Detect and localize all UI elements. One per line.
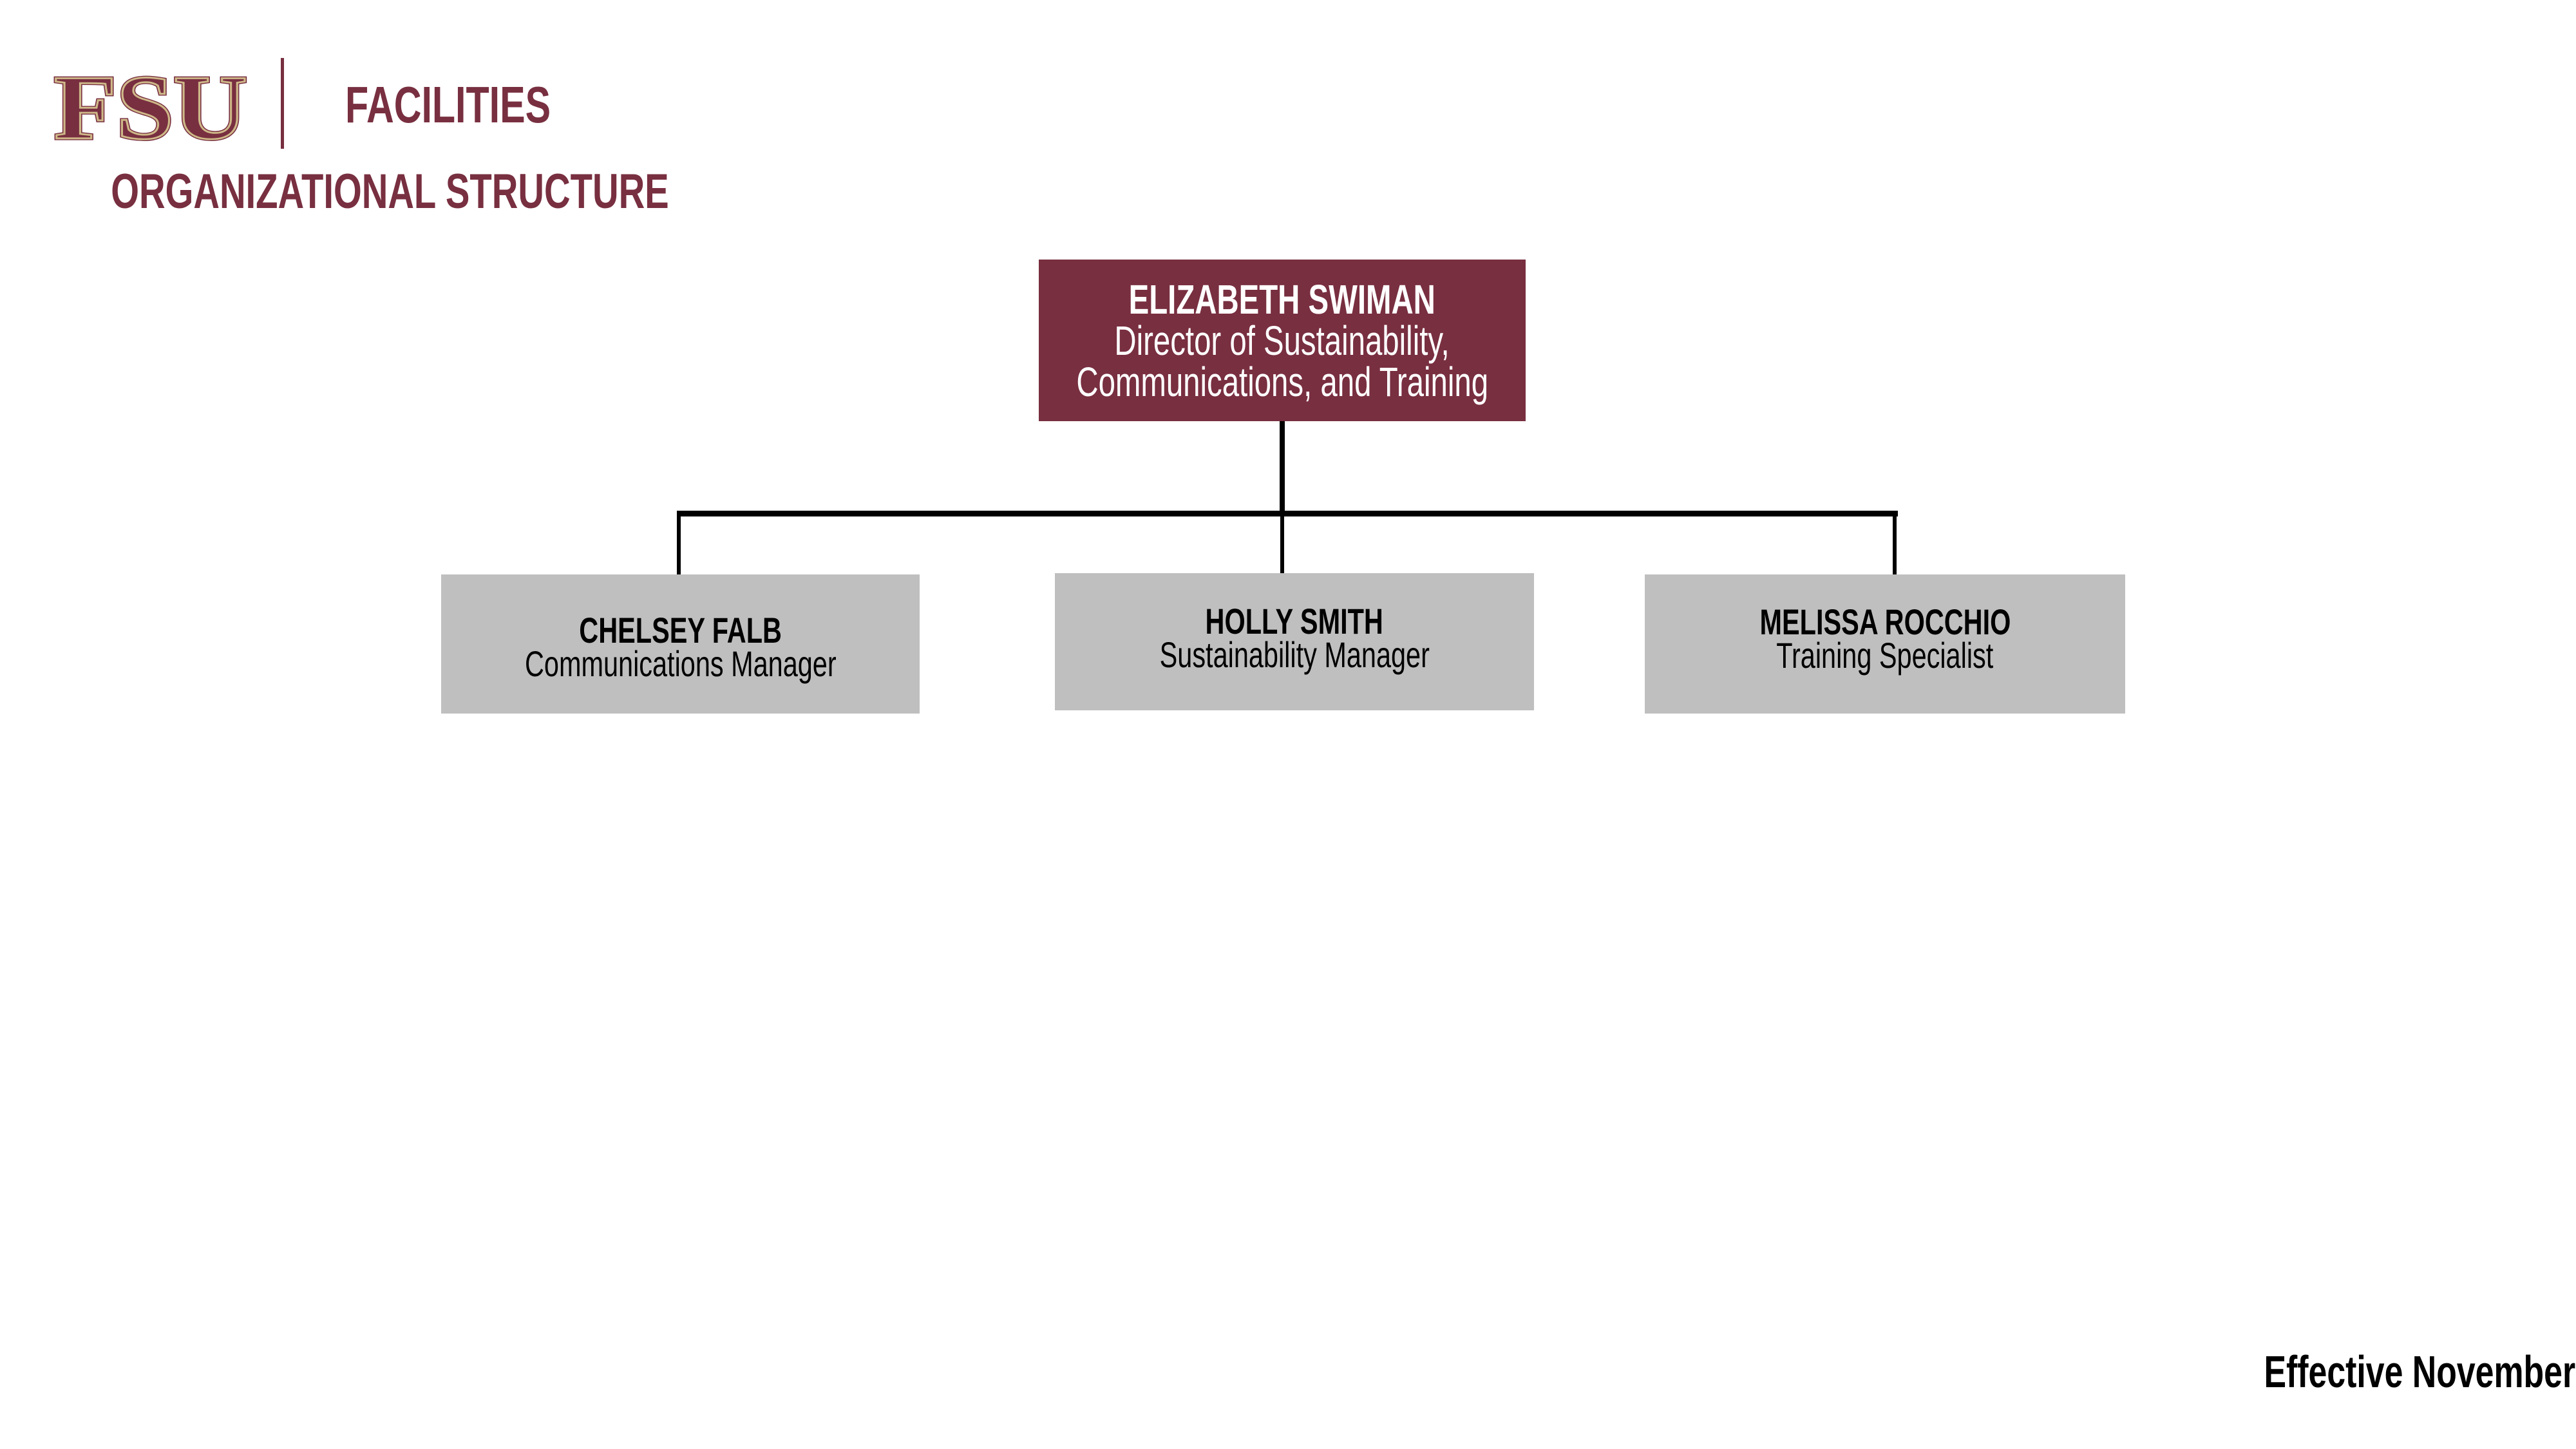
page-title: ORGANIZATIONAL STRUCTURE [13,164,668,219]
report-box-chelsey-falb: CHELSEY FALB Communications Manager [441,574,920,714]
connector-left [677,511,681,574]
report-title: Communications Manager [524,643,837,684]
report-box-holly-smith: HOLLY SMITH Sustainability Manager [1055,573,1534,710]
report-box-melissa-rocchio: MELISSA ROCCHIO Training Specialist [1645,574,2125,714]
report-name: MELISSA ROCCHIO [1759,601,2011,642]
director-title-line1: Director of Sustainability, [1114,317,1450,364]
effective-date-text: Effective November 2025 [2264,1347,2576,1397]
svg-text:FSU: FSU [54,62,247,146]
unit-name-text: FACILITIES [345,76,551,133]
report-title: Sustainability Manager [1159,634,1430,675]
unit-name: FACILITIES [309,76,551,134]
svg-text:FSU: FSU [54,62,247,146]
logo-divider [281,58,284,149]
report-title: Training Specialist [1776,635,1994,676]
director-name: ELIZABETH SWIMAN [1128,276,1436,323]
connector-horizontal [677,511,1898,516]
page-title-text: ORGANIZATIONAL STRUCTURE [111,164,669,219]
connector-right [1893,511,1897,574]
fsu-logo: FSU FSU [53,62,249,146]
report-name: HOLLY SMITH [1205,600,1384,641]
connector-center [1280,511,1284,573]
director-box: ELIZABETH SWIMAN Director of Sustainabil… [1039,260,1526,421]
report-name: CHELSEY FALB [579,610,782,650]
connector-director-down [1280,421,1285,515]
effective-date: Effective November 2025 [2125,1346,2576,1397]
director-title-line2: Communications, and Training [1076,358,1488,405]
